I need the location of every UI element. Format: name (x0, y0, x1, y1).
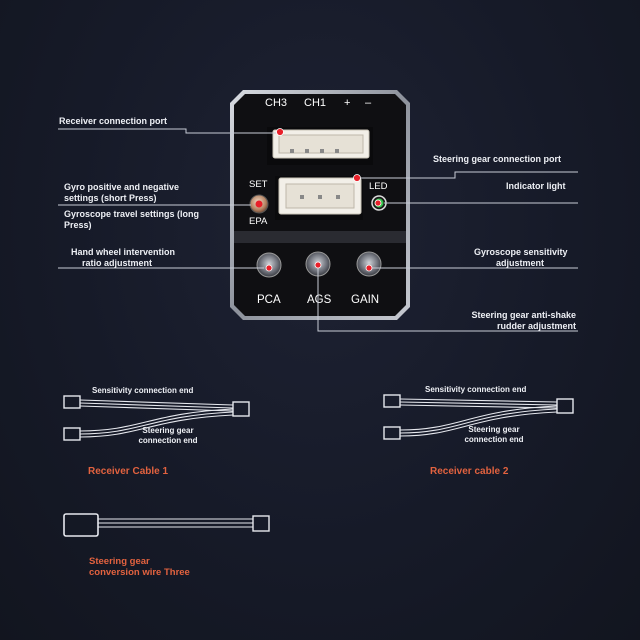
ch3-label: CH3 (265, 97, 288, 109)
cable2-title: Receiver cable 2 (430, 466, 509, 477)
plus-label: + (344, 97, 351, 109)
cable2-steering-end-2: connection end (464, 435, 524, 444)
cable2-sensitivity-end: Sensitivity connection end (425, 385, 527, 394)
epa-label: EPA (249, 216, 268, 227)
leader-ags (317, 265, 578, 332)
ags-label: AGS (307, 294, 332, 306)
callout-sensitivity-1: Gyroscope sensitivity (474, 247, 568, 257)
marker-gain (365, 264, 373, 272)
gyro-module: CH3 CH1 + – SET EPA LED PCA AGS GAIN (229, 89, 411, 321)
leader-receiver-port (58, 128, 280, 134)
receiver-cable-1-graphic (63, 395, 250, 441)
conversion-wire-graphic (63, 513, 270, 537)
cable2-steering-end-1: Steering gear (468, 425, 520, 434)
callout-handwheel-1: Hand wheel intervention (70, 247, 175, 257)
callout-antishake-1: Steering gear anti-shake (471, 310, 576, 320)
cable1-steering-end-2: connection end (138, 436, 198, 445)
led-label: LED (369, 181, 388, 192)
leader-steering-port (357, 171, 578, 179)
cable1-steering-end-1: Steering gear (142, 426, 194, 435)
callout-antishake-2: rudder adjustment (496, 321, 576, 331)
module-body-graphic (230, 90, 410, 320)
gain-label: GAIN (351, 294, 380, 306)
callout-gyro-settings-2: settings (short Press) (64, 193, 157, 203)
callout-travel-2: Press) (64, 220, 92, 230)
callout-receiver-port: Receiver connection port (59, 116, 168, 126)
marker-steering-port (353, 174, 361, 182)
callout-steering-port: Steering gear connection port (433, 154, 562, 164)
callout-travel-1: Gyroscope travel settings (long (64, 209, 200, 219)
set-label: SET (249, 179, 268, 190)
marker-receiver-port (276, 128, 284, 136)
minus-label: – (365, 97, 372, 109)
pca-label: PCA (257, 294, 281, 306)
cable1-sensitivity-end: Sensitivity connection end (92, 386, 194, 395)
callout-indicator: Indicator light (506, 181, 566, 191)
cable3-title-1: Steering gear (89, 556, 150, 567)
callout-handwheel-2: ratio adjustment (81, 258, 152, 268)
receiver-cable-2-graphic (383, 394, 574, 440)
marker-led (374, 199, 382, 207)
ch1-label: CH1 (304, 97, 327, 109)
callout-gyro-settings-1: Gyro positive and negative (64, 182, 180, 192)
cable3-title-2: conversion wire Three (89, 567, 190, 578)
marker-pca (265, 264, 273, 272)
marker-ags (314, 261, 322, 269)
cable1-title: Receiver Cable 1 (88, 466, 169, 477)
callout-sensitivity-2: adjustment (496, 258, 545, 268)
